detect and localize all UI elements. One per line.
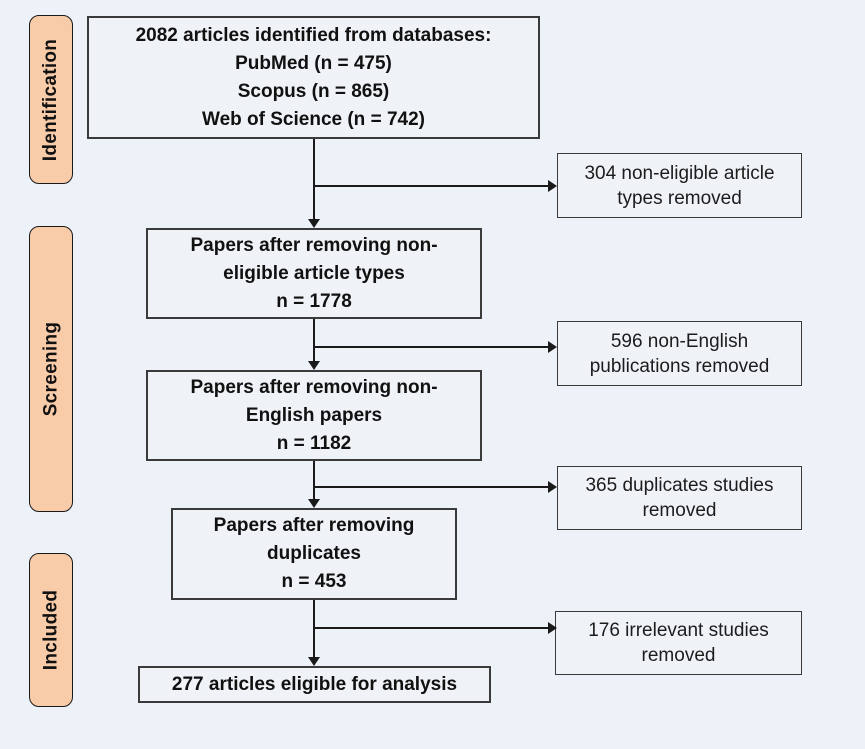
box-text: Papers after removing non- English paper… xyxy=(190,376,438,454)
box-noneligible-removed: 304 non-eligible article types removed xyxy=(557,153,802,218)
stage-screening: Screening xyxy=(29,226,73,512)
box-text: Papers after removing non- eligible arti… xyxy=(190,234,438,312)
box-identified-records: 2082 articles identified from databases:… xyxy=(87,16,540,139)
box-text: 365 duplicates studies removed xyxy=(585,475,774,521)
stage-label: Identification xyxy=(40,38,62,161)
box-text: 596 non-English publications removed xyxy=(589,330,770,377)
arrowhead-down-4 xyxy=(308,657,320,666)
arrowhead-right-1 xyxy=(548,180,557,192)
stage-identification: Identification xyxy=(29,15,73,184)
arrowhead-down-3 xyxy=(308,499,320,508)
box-after-nonenglish-removed: Papers after removing non- English paper… xyxy=(146,370,482,461)
branch-line-2 xyxy=(314,346,548,348)
arrow-line-down-2 xyxy=(313,319,315,362)
box-text: Papers after removing duplicates n = 453 xyxy=(213,515,415,592)
box-text: 176 irrelevant studies removed xyxy=(588,620,769,666)
box-text: 304 non-eligible article types removed xyxy=(584,162,775,209)
branch-line-3 xyxy=(314,486,548,488)
branch-line-1 xyxy=(314,185,548,187)
box-eligible-articles: 277 articles eligible for analysis xyxy=(138,666,491,703)
box-text: 277 articles eligible for analysis xyxy=(171,673,458,695)
branch-line-4 xyxy=(314,627,548,629)
arrow-line-down-1 xyxy=(313,139,315,220)
box-irrelevant-removed: 176 irrelevant studies removed xyxy=(555,611,802,675)
stage-included: Included xyxy=(29,553,73,707)
arrowhead-right-4 xyxy=(548,622,557,634)
arrowhead-down-2 xyxy=(308,361,320,370)
arrow-line-down-4 xyxy=(313,600,315,658)
box-text: 2082 articles identified from databases:… xyxy=(135,24,492,130)
stage-label: Included xyxy=(40,589,62,671)
box-after-noneligible-removed: Papers after removing non- eligible arti… xyxy=(146,228,482,319)
box-after-duplicates-removed: Papers after removing duplicates n = 453 xyxy=(171,508,457,600)
arrowhead-right-3 xyxy=(548,481,557,493)
arrowhead-down-1 xyxy=(308,219,320,228)
arrow-line-down-3 xyxy=(313,461,315,500)
stage-label: Screening xyxy=(40,321,62,417)
arrowhead-right-2 xyxy=(548,341,557,353)
box-nonenglish-removed: 596 non-English publications removed xyxy=(557,321,802,386)
box-duplicates-removed: 365 duplicates studies removed xyxy=(557,466,802,530)
